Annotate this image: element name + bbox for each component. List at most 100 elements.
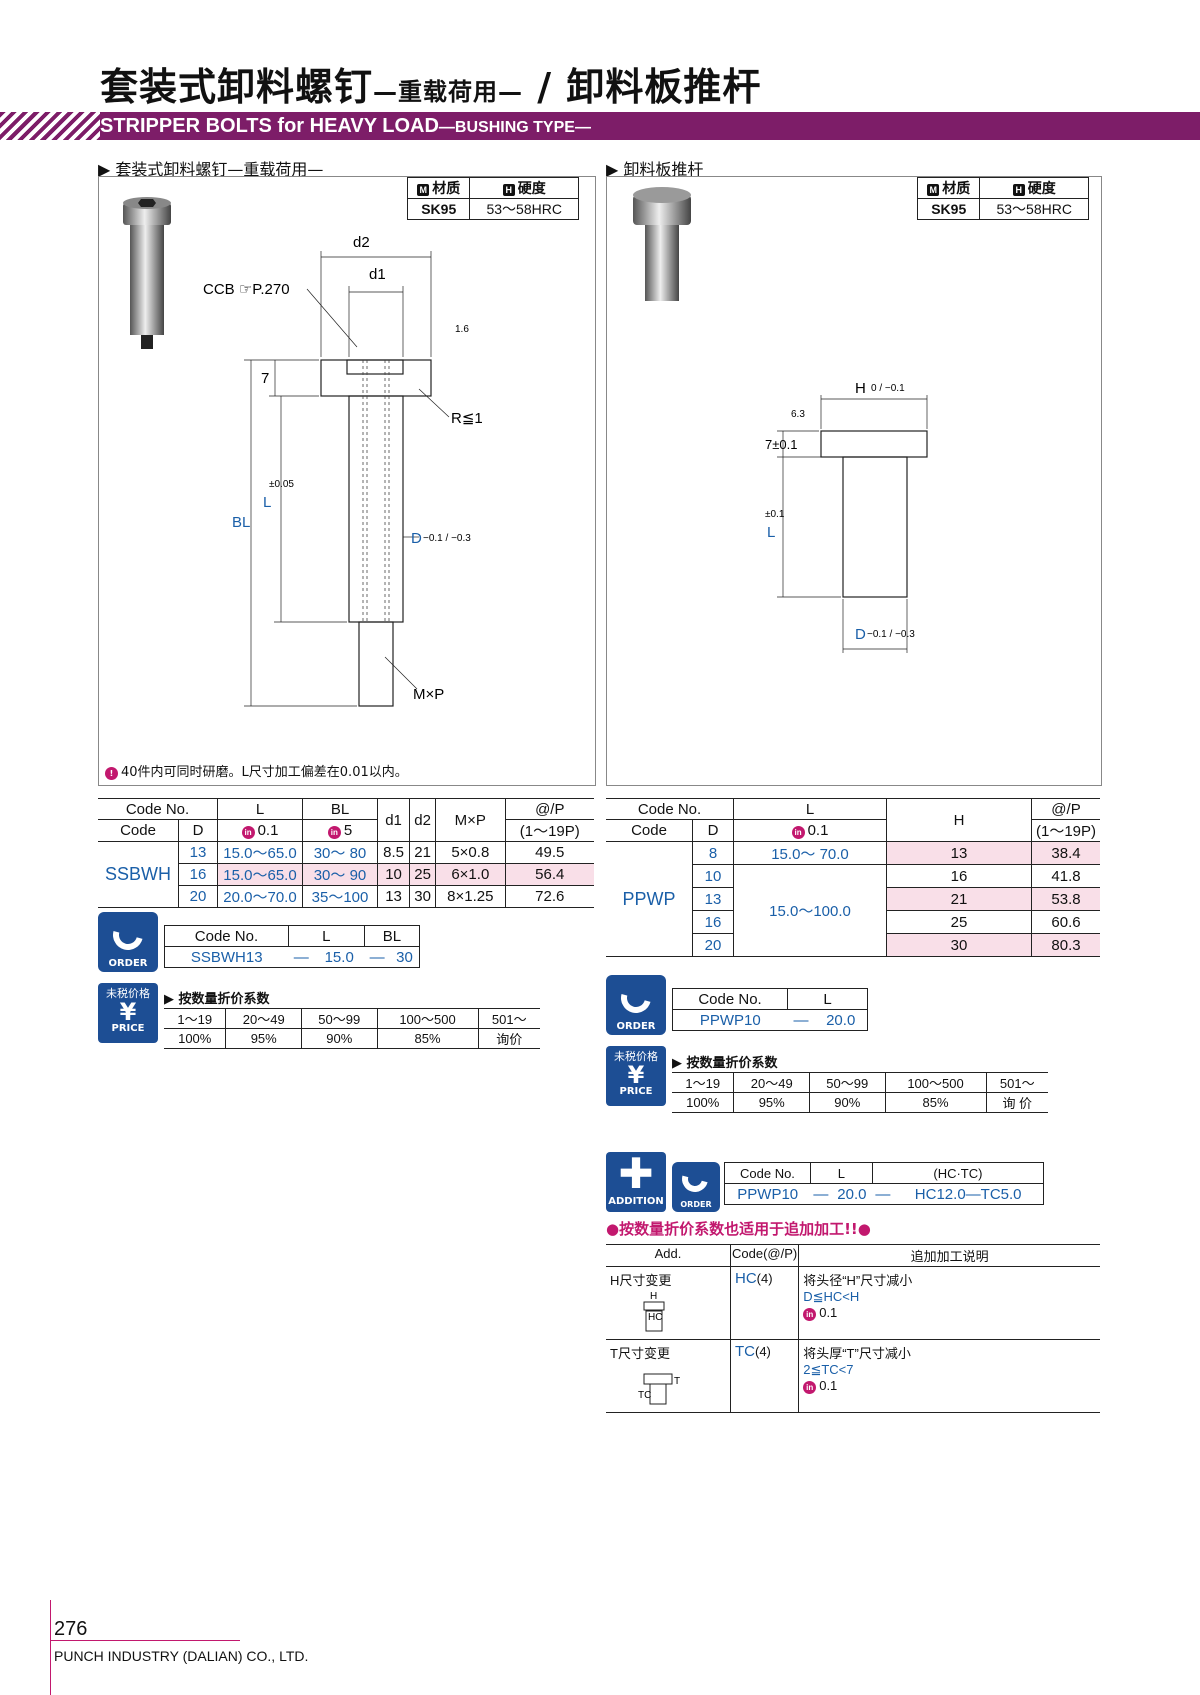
add-v-code: PPWP10 bbox=[737, 1185, 799, 1203]
price-icon-top: 未税价格 bbox=[106, 987, 150, 1000]
title-main2: 卸料板推杆 bbox=[566, 65, 762, 109]
right-order-example: Code No.L PPWP10—20.0 bbox=[672, 988, 868, 1031]
th-price: @/P bbox=[1031, 798, 1100, 820]
order-v-code: SSBWH13 bbox=[190, 948, 263, 966]
order-phone-icon: ORDER bbox=[98, 912, 158, 972]
add-name: H尺寸变更 bbox=[610, 1273, 672, 1288]
hc-figure-icon: H HC bbox=[643, 1291, 665, 1332]
cell-d2: 25 bbox=[409, 863, 436, 886]
cell-l: 15.0～ 70.0 bbox=[733, 841, 887, 865]
footer-rule bbox=[50, 1640, 240, 1641]
add-price: (4) bbox=[756, 1271, 773, 1286]
cell-d: 13 bbox=[178, 841, 218, 864]
th-code: Code bbox=[98, 819, 179, 842]
cell-d: 20 bbox=[178, 885, 218, 908]
table-row: 20 30 80.3 bbox=[606, 933, 1100, 957]
cell-l: 20.0～70.0 bbox=[217, 885, 303, 908]
add-range: D≦HC<H bbox=[803, 1289, 860, 1304]
add-h-code: Code No. bbox=[740, 1165, 795, 1181]
add-code-tc: TC bbox=[735, 1343, 755, 1360]
add-v-l: 20.0 bbox=[837, 1185, 867, 1203]
header-band: STRIPPER BOLTS for HEAVY LOAD—BUSHING TY… bbox=[100, 112, 1200, 140]
dim-l-label: L bbox=[263, 494, 271, 511]
th-l: L bbox=[733, 798, 887, 820]
price-icon-label: PRICE bbox=[111, 1023, 145, 1034]
cell-bl: 35～100 bbox=[302, 885, 378, 908]
add-code-hc: HC bbox=[735, 1270, 757, 1287]
roughness-label: 6.3 bbox=[791, 409, 805, 420]
order-icon-label: ORDER bbox=[680, 1200, 712, 1209]
add-range: 2≦TC<7 bbox=[803, 1362, 854, 1377]
th-l-increment: 0.1 bbox=[807, 822, 829, 839]
cell-d: 16 bbox=[692, 910, 734, 934]
material-label: 材质 bbox=[942, 180, 971, 196]
cell-d: 10 bbox=[692, 864, 734, 888]
fig-h: H bbox=[650, 1291, 657, 1302]
order-icon-label: ORDER bbox=[616, 1021, 656, 1032]
dim-d2-label: d2 bbox=[353, 234, 370, 251]
th-d: D bbox=[178, 819, 218, 842]
th-h: H bbox=[886, 798, 1032, 842]
cell-d2: 30 bbox=[409, 885, 436, 908]
dim-d-label: D bbox=[855, 626, 866, 643]
dim-d1-label: d1 bbox=[369, 266, 386, 283]
page-title: 套装式卸料螺钉—重载荷用— / 卸料板推杆 bbox=[100, 56, 761, 111]
fig-t: T bbox=[674, 1376, 680, 1387]
cell-d2: 21 bbox=[409, 841, 436, 864]
thread-label: M×P bbox=[413, 686, 444, 703]
grinding-note-text: 40件内可同时研磨。L尺寸加工偏差在0.01以内。 bbox=[121, 765, 408, 780]
fig-hc: HC bbox=[648, 1312, 662, 1323]
qty-tier: 50～99 bbox=[808, 1072, 886, 1093]
qty-tier: 1～19 bbox=[685, 1076, 721, 1091]
order-v-dash: — bbox=[793, 1011, 809, 1029]
th-bl-increment: 5 bbox=[343, 822, 353, 839]
table-row: 13 21 53.8 bbox=[606, 887, 1100, 911]
th-code-price: Code(@/P) bbox=[729, 1244, 799, 1267]
th-d2: d2 bbox=[409, 798, 436, 842]
dim-d-label: D bbox=[411, 530, 422, 547]
th-code-no: Code No. bbox=[606, 798, 734, 820]
band-title: STRIPPER BOLTS for HEAVY LOAD bbox=[100, 115, 439, 137]
cell-d1: 8.5 bbox=[376, 841, 410, 864]
rate: 90% bbox=[300, 1028, 378, 1049]
add-v-dash: — bbox=[875, 1185, 891, 1203]
order-v-dash: — bbox=[369, 948, 385, 966]
table-row: 16 15.0～65.0 30～ 90 10 25 6×1.0 56.4 bbox=[98, 863, 594, 886]
order-v-l: 15.0 bbox=[324, 948, 354, 966]
rate: 询 价 bbox=[985, 1092, 1048, 1113]
yen-price-icon: 未税价格 ¥ PRICE bbox=[98, 983, 158, 1043]
order-phone-icon: ORDER bbox=[672, 1161, 720, 1212]
material-value: SK95 bbox=[916, 198, 981, 220]
th-code-no: Code No. bbox=[98, 798, 218, 820]
rate: 85% bbox=[376, 1028, 479, 1049]
table-row: 20 20.0～70.0 35～100 13 30 8×1.25 72.6 bbox=[98, 885, 594, 908]
order-v-l: 20.0 bbox=[826, 1011, 856, 1029]
th-price-range: (1～19P) bbox=[1031, 819, 1100, 842]
roughness-label: 1.6 bbox=[455, 324, 469, 335]
yen-price-icon: 未税价格 ¥ PRICE bbox=[606, 1046, 666, 1106]
order-v-bl: 30 bbox=[396, 948, 413, 966]
dim-l-tolerance: ±0.05 bbox=[269, 479, 294, 490]
cell-d1: 13 bbox=[376, 885, 410, 908]
hardness-label: 硬度 bbox=[517, 180, 546, 196]
cell-price: 60.6 bbox=[1031, 910, 1100, 934]
table-row: PPWP 8 15.0～ 70.0 13 38.4 bbox=[606, 841, 1100, 957]
th-l-increment: 0.1 bbox=[257, 822, 279, 839]
add-desc: 将头径“H”尺寸减小 bbox=[803, 1273, 913, 1288]
band-subtitle: —BUSHING TYPE— bbox=[438, 119, 591, 136]
th-add: Add. bbox=[654, 1246, 682, 1261]
right-discount-title: ▶ 按数量折价系数 bbox=[672, 1056, 778, 1071]
code-ssbwh: SSBWH bbox=[98, 841, 179, 908]
cell-d: 13 bbox=[692, 887, 734, 911]
th-d: D bbox=[692, 819, 734, 842]
qty-tier: 501～ bbox=[477, 1008, 540, 1029]
dim-d-tolerance: −0.1 / −0.3 bbox=[867, 629, 915, 640]
price-icon-top: 未税价格 bbox=[614, 1050, 658, 1063]
right-section-title: ▶ 卸料板推杆 bbox=[606, 160, 704, 179]
order-h-l: L bbox=[787, 988, 868, 1010]
